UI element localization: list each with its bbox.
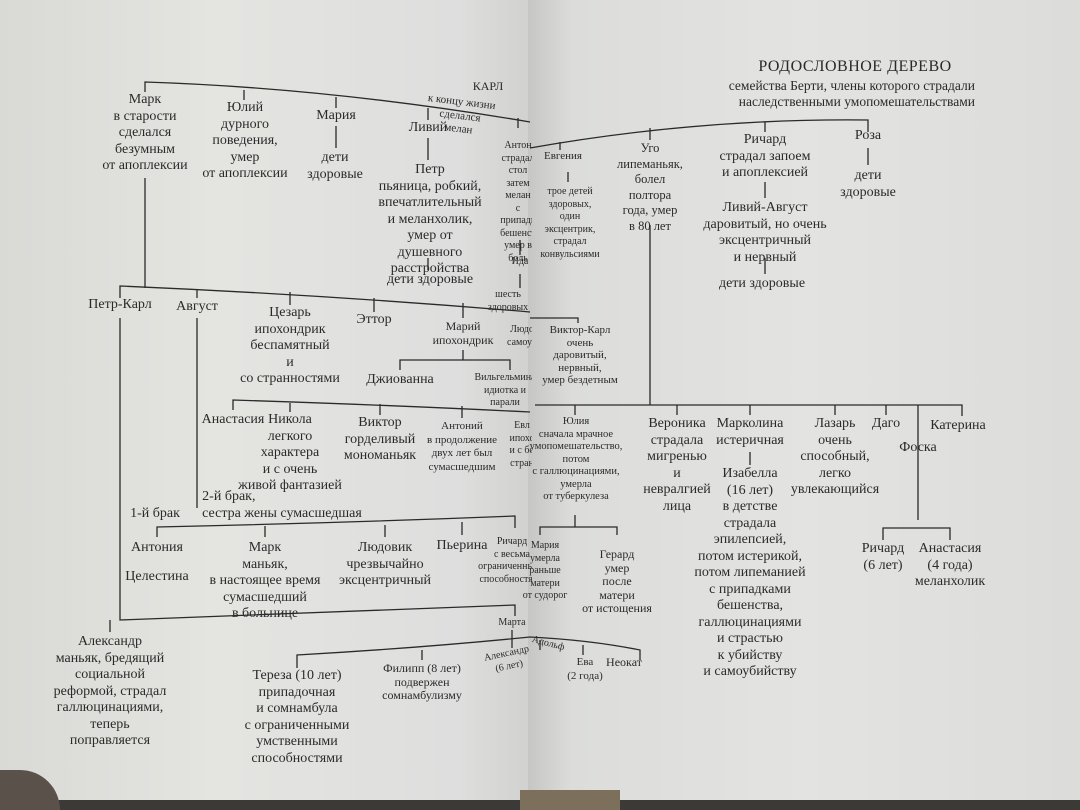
node-anastasiya: Анастасия bbox=[201, 412, 265, 427]
node-lyudovik-2: Людовик чрезвычайно эксцентричный bbox=[338, 540, 432, 588]
node-roza-children: дети здоровые bbox=[840, 168, 896, 200]
node-evgeniya-children: трое детей здоровых, один эксцентрик, ст… bbox=[540, 186, 600, 260]
node-petr: Петр пьяница, робкий, впечатлительный и … bbox=[378, 162, 482, 276]
node-foska: Фоска bbox=[899, 440, 937, 455]
node-avgust: Август bbox=[176, 299, 218, 314]
node-nikola: Никола легкого характера и с очень живой… bbox=[238, 412, 342, 493]
node-antoniy: Антон страдал стол затем мелан с припадк… bbox=[500, 140, 532, 264]
node-yuliy: Юлий дурного поведения, умер от апоплекс… bbox=[202, 100, 288, 181]
node-mariy: Марий ипохондрик bbox=[432, 319, 494, 347]
node-liviy-avgust: Ливий-Август даровитый, но очень эксцент… bbox=[703, 200, 827, 265]
tree-title: РОДОСЛОВНОЕ ДЕРЕВО bbox=[758, 58, 952, 75]
node-tereza: Тереза (10 лет) припадочная и сомнамбула… bbox=[244, 668, 350, 766]
node-pierina: Пьерина bbox=[436, 538, 488, 553]
node-mark: Марк в старости сделался безумным от апо… bbox=[102, 92, 188, 173]
node-izabella: Изабелла (16 лет) в детстве страдала эпи… bbox=[694, 466, 806, 679]
left-page-content: КАРЛ к концу жизни сделался мелан Марк в… bbox=[0, 0, 532, 810]
node-markolina: Марколина истеричная bbox=[716, 416, 784, 448]
right-page bbox=[528, 0, 1080, 800]
node-mariya: Мария bbox=[316, 108, 356, 123]
table-surface bbox=[520, 790, 620, 810]
node-yuliya: Юлия сначала мрачное умопомешательство, … bbox=[529, 416, 623, 502]
node-tsezar: Цезарь ипохондрик беспамятный и со стран… bbox=[240, 305, 340, 386]
node-ugo: Уго липеманьяк, болел полтора года, умер… bbox=[617, 141, 683, 233]
node-liviy: Ливий bbox=[408, 120, 448, 135]
node-richard-2: Ричард с весьма ограниченными способност… bbox=[478, 536, 532, 585]
node-karl: КАРЛ bbox=[472, 79, 504, 93]
node-gerard: Герард умер после матери от истощения bbox=[582, 547, 652, 615]
node-mariya-children: дети здоровые bbox=[307, 150, 363, 182]
node-ida: Ида bbox=[511, 256, 529, 267]
node-viktor-karl: Виктор-Карл очень даровитый, нервный, ум… bbox=[542, 324, 618, 386]
node-eva: Ева (2 года) bbox=[567, 656, 603, 682]
node-anastasiya-3: Анастасия (4 года) меланхолик bbox=[914, 541, 986, 589]
node-neokat: Неокат bbox=[606, 655, 642, 669]
node-antoniya: Антония bbox=[131, 540, 183, 555]
node-dago: Даго bbox=[871, 416, 901, 431]
node-lazar: Лазарь очень способный, легко увлекающий… bbox=[790, 416, 880, 497]
label-second-marriage: 2-й брак, сестра жены сумасшедшая bbox=[202, 489, 362, 521]
node-katerina: Катерина bbox=[930, 418, 986, 433]
node-mark-2: Марк маньяк, в настоящее время сумасшедш… bbox=[209, 540, 321, 621]
node-evl: Евл ипохо и с бо стран bbox=[509, 420, 532, 469]
node-aleksandr: Александр маньяк, бредящий социальной ре… bbox=[53, 634, 167, 748]
node-tselestina: Целестина bbox=[125, 569, 189, 584]
node-vilgelmina: Вильгельмина идиотка и парали bbox=[474, 372, 532, 408]
node-marta: Марта bbox=[498, 617, 526, 628]
node-lyudovik: Людо самоуб bbox=[507, 324, 532, 348]
node-dzhiovanna: Джиованна bbox=[366, 372, 434, 387]
node-mariya-2: Мария умерла раньше матери от судорог bbox=[522, 540, 568, 601]
left-page bbox=[0, 0, 540, 800]
node-petr-children: дети здоровые bbox=[386, 272, 474, 287]
node-ettor: Эттор bbox=[356, 312, 392, 327]
tree-subtitle: семейства Берти, члены которого страдали… bbox=[728, 78, 975, 109]
node-antoniy-2: Антоний в продолжение двух лет был сумас… bbox=[427, 420, 497, 473]
node-ida-children: шесть здоровых bbox=[487, 289, 529, 313]
label-first-marriage: 1-й брак bbox=[130, 506, 180, 521]
node-richard-3: Ричард (6 лет) bbox=[861, 541, 905, 573]
node-roza: Роза bbox=[854, 128, 882, 143]
node-viktor: Виктор горделивый мономаньяк bbox=[343, 415, 417, 463]
node-petr-karl: Петр-Карл bbox=[88, 297, 152, 312]
node-liviy-avgust-children: дети здоровые bbox=[718, 276, 806, 291]
node-richard: Ричард страдал запоем и апоплексией bbox=[719, 132, 811, 180]
node-evgeniya: Евгения bbox=[544, 150, 582, 162]
node-filipp: Филипп (8 лет) подвержен сомнамбулизму bbox=[382, 661, 462, 702]
node-veronika: Вероника страдала мигренью и невралгией … bbox=[643, 416, 711, 514]
node-aleksandr-2: Александр (6 лет) bbox=[483, 643, 531, 675]
